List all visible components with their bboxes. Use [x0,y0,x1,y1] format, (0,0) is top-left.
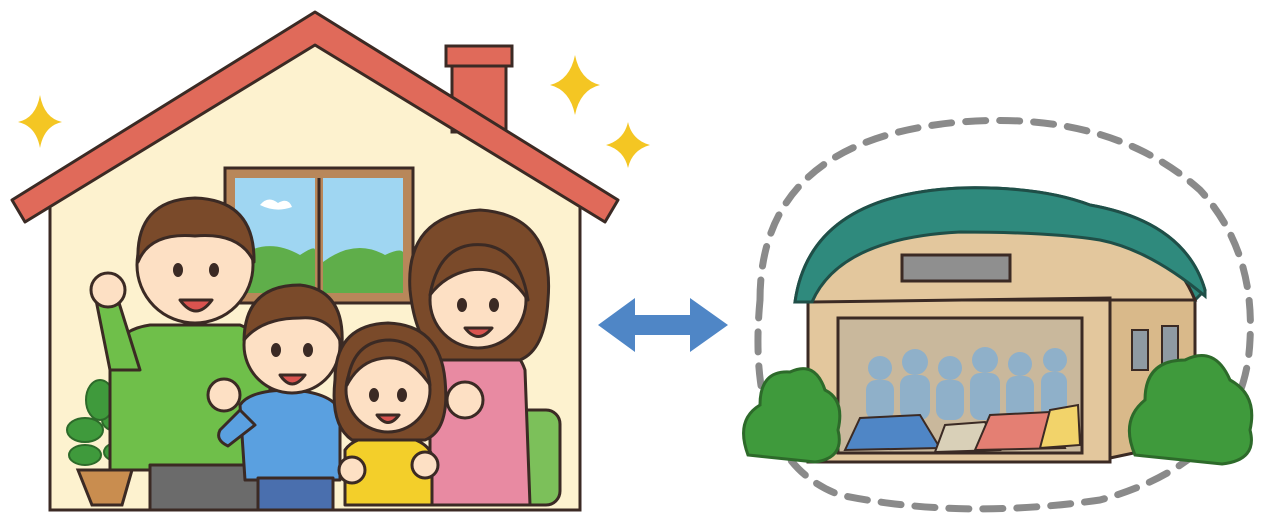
double-arrow-icon [598,298,728,352]
sparkle-icon [550,55,600,115]
girl [334,323,446,505]
sparkle-icon [18,95,62,148]
window [225,168,413,303]
shelter-area [744,120,1252,508]
sparkle-icon [606,122,650,168]
shelter-sign [902,255,1010,281]
